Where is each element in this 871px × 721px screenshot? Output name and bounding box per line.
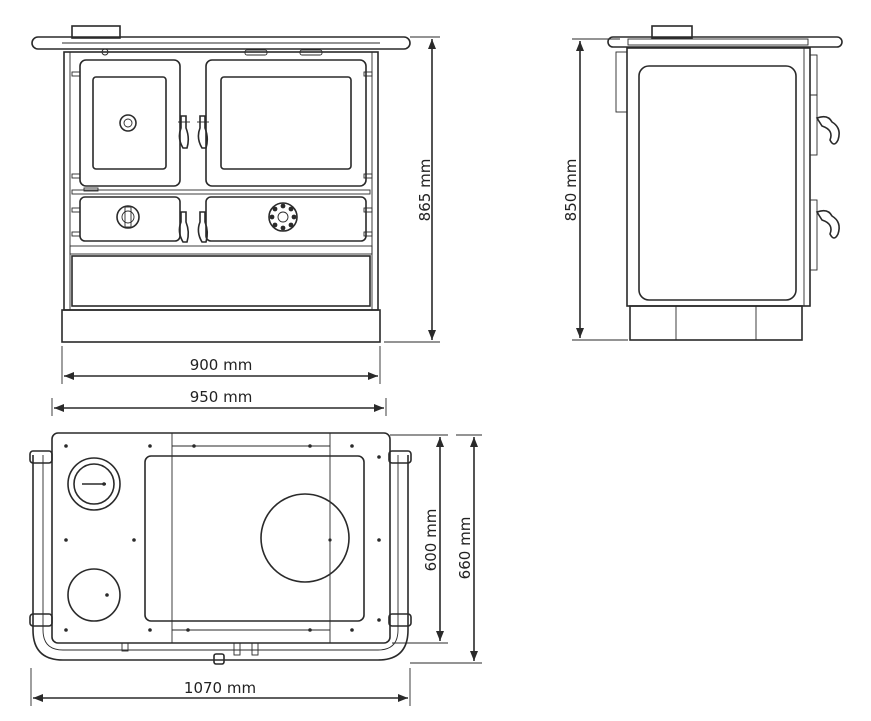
- air-regulator-left-icon: [116, 205, 140, 229]
- dim-front-height: 865 mm: [384, 36, 440, 343]
- depth-body-label: 600 mm: [422, 509, 440, 572]
- dim-width-top: 950 mm: [51, 388, 387, 416]
- hot-plate: [144, 455, 365, 622]
- wood-storage: [71, 255, 371, 307]
- screw-dots: [64, 444, 381, 632]
- depth-total-label: 660 mm: [456, 517, 474, 580]
- oven-door: [79, 59, 181, 187]
- width-body-label: 900 mm: [190, 356, 253, 374]
- cooktop: [51, 432, 391, 644]
- side-height-label: 850 mm: [562, 159, 580, 222]
- front-flue-stub: [71, 25, 121, 39]
- width-top-label: 950 mm: [190, 388, 253, 406]
- dim-side-height: 850 mm: [562, 38, 628, 341]
- dim-depth-body: 600 mm: [390, 434, 448, 644]
- oven-handle-icon: [178, 115, 190, 149]
- front-top-rail: [31, 36, 411, 50]
- side-panel: [638, 65, 797, 301]
- thermometer-icon: [119, 114, 137, 132]
- front-view: [31, 25, 411, 343]
- front-height-label: 865 mm: [416, 159, 434, 222]
- cooking-ring-large: [260, 493, 350, 583]
- firebox-door: [205, 59, 367, 187]
- side-view: [607, 25, 843, 341]
- firebox-handle-icon: [197, 115, 209, 149]
- side-handle-lower-icon: [815, 209, 840, 239]
- side-handle-upper-icon: [815, 115, 840, 145]
- air-regulator-right-icon: [268, 202, 298, 232]
- front-plinth: [61, 309, 381, 343]
- side-top-rail: [607, 36, 843, 48]
- ash-drawer-right: [205, 196, 367, 242]
- ash-drawer-left: [79, 196, 181, 242]
- top-view: [29, 432, 412, 665]
- width-total-label: 1070 mm: [184, 679, 256, 697]
- side-plinth: [629, 305, 803, 341]
- dim-depth-total: 660 mm: [410, 434, 482, 664]
- cooking-ring-small: [67, 568, 121, 622]
- side-body: [626, 47, 811, 307]
- dim-width-total: 1070 mm: [30, 668, 411, 706]
- flue-outlet-icon: [67, 457, 121, 511]
- towel-rail: [32, 455, 409, 661]
- dim-width-body: 900 mm: [61, 346, 381, 384]
